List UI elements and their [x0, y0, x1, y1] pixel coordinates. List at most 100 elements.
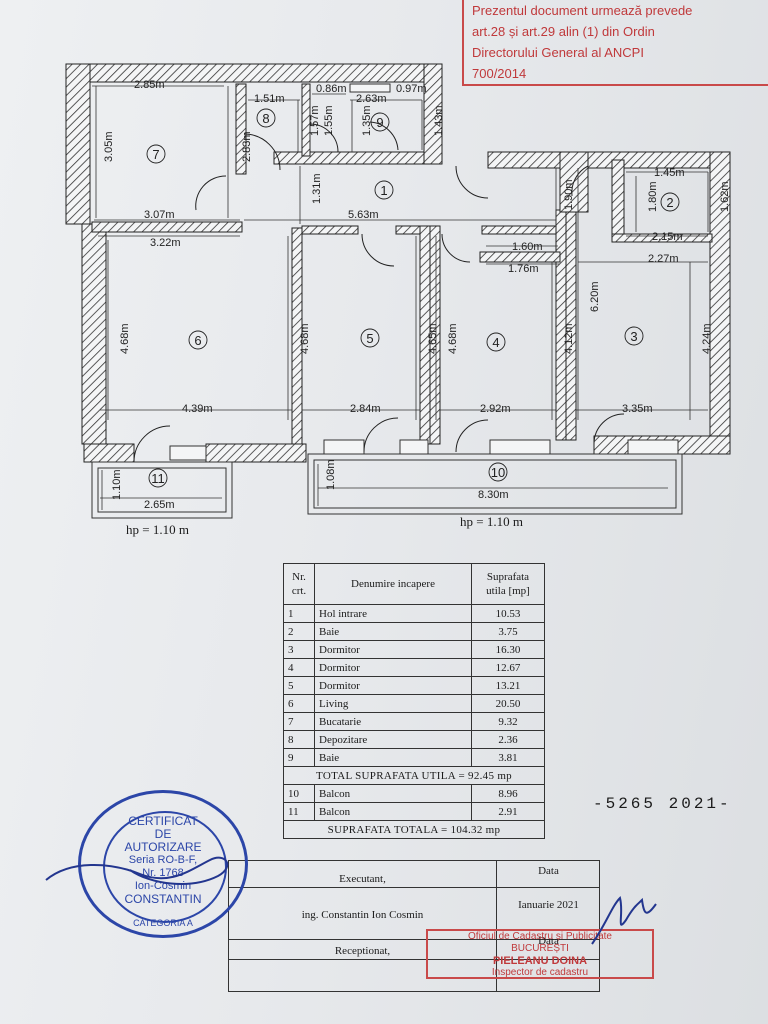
dim-label: 1.31m [311, 173, 323, 204]
stamp-line: Inspector de cadastru [491, 967, 589, 978]
row-nr: 6 [283, 694, 315, 713]
dim-label: 3.35m [622, 403, 653, 415]
stamp-line: 700/2014 [472, 66, 527, 81]
exec-header-row [229, 861, 599, 888]
row-nr: 10 [283, 784, 315, 803]
door-swings [133, 121, 625, 463]
stamp-line: Seria RO-B-F, [128, 854, 198, 866]
stamp-line: art.28 și art.29 alin (1) din Ordin [472, 24, 655, 39]
dim-label: 1.76m [508, 263, 539, 275]
room-number: 7 [152, 147, 159, 162]
dim-label: 1.45m [654, 167, 685, 179]
dim-label: 4.68m [119, 323, 131, 354]
dim-label: 1.10m [111, 469, 123, 500]
room-number: 11 [151, 471, 165, 486]
stamp-line: AUTORIZARE [124, 840, 202, 854]
dim-label: 2.83m [241, 131, 253, 162]
room-marker [624, 326, 644, 346]
header-area: Suprafata utila [mp] [471, 563, 545, 605]
room-markers [146, 108, 680, 488]
stamp-line: PIELEANU DOINA [492, 955, 588, 967]
row-name: Balcon [314, 784, 472, 803]
reference-number: -5265 2021- [593, 795, 732, 813]
row-area: 10.53 [471, 604, 545, 623]
row-nr: 9 [283, 748, 315, 767]
dim-label: 1.55m [323, 105, 335, 136]
row-area: 3.75 [471, 622, 545, 641]
exec-value-row [229, 887, 599, 940]
row-nr: 11 [283, 802, 315, 821]
dim-label: 1.35m [361, 105, 373, 136]
room-number: 6 [194, 333, 201, 348]
dim-label: 1.62m [719, 181, 731, 212]
row-name: Dormitor [314, 658, 472, 677]
stamp-line: BUCUREȘTI [511, 943, 569, 954]
floor-plan: 2.85m 3.05m 2.83m 1.51m 1.57m 0.86m 1.55… [65, 63, 731, 519]
row-name: Depozitare [314, 730, 472, 749]
row-nr: 5 [283, 676, 315, 695]
balconies [91, 453, 683, 519]
dim-label: 4.39m [182, 403, 213, 415]
legal-notice-stamp: Prezentul document urmează prevede art.2… [462, 0, 768, 86]
room-marker [370, 112, 390, 132]
walls [65, 63, 731, 463]
row-area: 16.30 [471, 640, 545, 659]
room-numbers: 7 8 9 1 2 6 5 4 3 11 10 [151, 111, 673, 486]
row-area: 3.81 [471, 748, 545, 767]
stamp-line: CONSTANTIN [124, 892, 202, 906]
stamp-line: CERTIFICAT [128, 814, 198, 828]
room-marker [146, 144, 166, 164]
row-area: 20.50 [471, 694, 545, 713]
dim-label: 5.63m [348, 209, 379, 221]
dim-label: 1.90m [563, 179, 575, 210]
dim-label: 2.63m [356, 93, 387, 105]
stamp-line: Directorului General al ANCPI [472, 45, 644, 60]
dim-label: 4.65m [427, 323, 439, 354]
table-header-row: Nr. crt. Denumire incapere Suprafata uti… [283, 563, 545, 605]
dim-label: 0.97m [396, 83, 427, 95]
dim-label: 1.43m [433, 105, 445, 136]
row-name: Balcon [314, 802, 472, 821]
room-number: 8 [262, 111, 269, 126]
room-marker [360, 328, 380, 348]
executant-label: Executant, [339, 873, 386, 885]
room-marker [188, 330, 208, 350]
row-name: Bucatarie [314, 712, 472, 731]
cadastre-inspector-stamp: Oficiul de Cadastru și Publicitate BUCUR… [426, 929, 654, 979]
height-note-left: hp = 1.10 m [126, 522, 189, 537]
dim-label: 2.65m [144, 499, 175, 511]
dim-label: 2.27m [648, 253, 679, 265]
dim-label: 1.60m [512, 241, 543, 253]
stamp-line: Oficiul de Cadastru și Publicitate [468, 931, 612, 942]
header-name: Denumire incapere [314, 563, 472, 605]
dim-label: 1.80m [647, 181, 659, 212]
executant-name: ing. Constantin Ion Cosmin [301, 909, 424, 921]
dim-label: 1.51m [254, 93, 285, 105]
dim-label: 4.24m [701, 323, 713, 354]
dim-label: 8.30m [478, 489, 509, 501]
dimension-lines [92, 85, 709, 510]
room-number: 9 [376, 115, 383, 130]
dim-label: 2.85m [134, 79, 165, 91]
stamp-line: CATEGORIA A [133, 918, 193, 928]
row-area: 8.96 [471, 784, 545, 803]
room-marker [486, 332, 506, 352]
dim-label: 3.22m [150, 237, 181, 249]
row-name: Hol intrare [314, 604, 472, 623]
dim-label: 4.12m [563, 323, 575, 354]
row-name: Dormitor [314, 676, 472, 695]
dim-label: 4.68m [447, 323, 459, 354]
dimension-labels: 2.85m 3.05m 2.83m 1.51m 1.57m 0.86m 1.55… [103, 79, 731, 511]
dim-label: 2.15m [652, 231, 683, 243]
room-marker [256, 108, 276, 128]
row-name: Dormitor [314, 640, 472, 659]
